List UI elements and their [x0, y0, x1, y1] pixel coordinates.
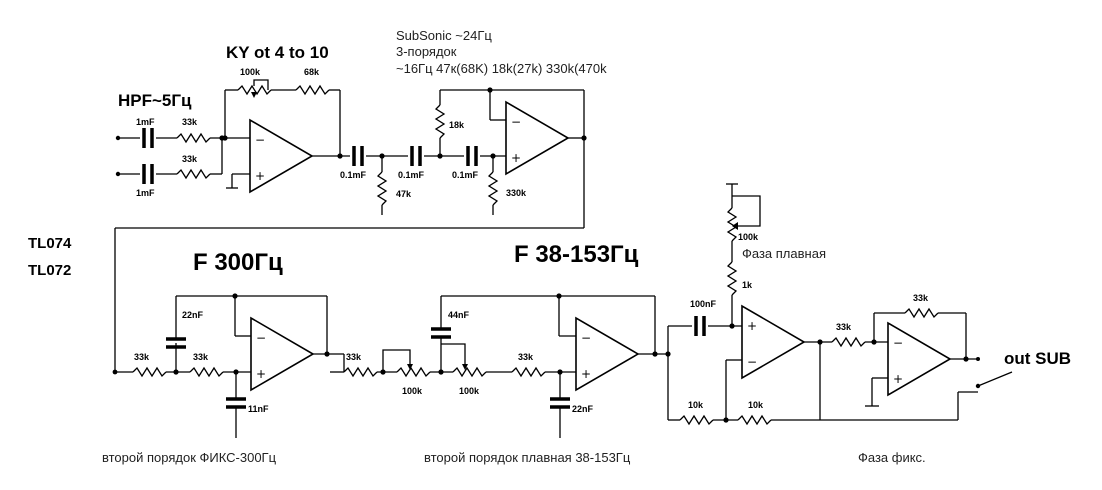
label-r-ss18: 18k: [449, 120, 465, 130]
label-r-buf-fb: 33k: [913, 293, 929, 303]
label-r-f38-in: 33k: [346, 352, 362, 362]
chip-label-2: TL072: [28, 262, 71, 279]
opamp-4: [575, 316, 640, 392]
stage-subsonic: [114, 87, 587, 372]
svg-text:+: +: [255, 169, 265, 183]
label-r-phase-1k: 1k: [742, 280, 753, 290]
label-r-f38-2: 33k: [518, 352, 534, 362]
svg-text:−: −: [893, 336, 903, 350]
f38-title: F 38-153Гц: [514, 241, 639, 268]
f300-title: F 300Гц: [193, 249, 283, 276]
label-c-in1: 1mF: [136, 117, 155, 127]
svg-text:−: −: [256, 331, 266, 345]
stage-f38: [330, 293, 671, 438]
stage-hpf-gain: [115, 79, 350, 189]
svg-text:−: −: [255, 133, 265, 147]
svg-text:−: −: [511, 115, 521, 129]
ky-title: KY ot 4 to 10: [226, 43, 329, 62]
label-r-ss330: 330k: [506, 188, 527, 198]
caption-phase-fixed: Фаза фикс.: [858, 450, 926, 465]
svg-text:+: +: [581, 367, 591, 381]
subsonic-line-3: ~16Гц 47к(68K) 18k(27k) 330k(470k: [396, 61, 607, 76]
label-c-f38-44: 44nF: [448, 310, 470, 320]
opamp-3: [250, 316, 315, 392]
label-c-in2: 1mF: [136, 188, 155, 198]
label-r-buf-in: 33k: [836, 322, 852, 332]
label-c-ss3: 0.1mF: [452, 170, 479, 180]
opamp-2: [505, 100, 570, 176]
caption-phase-variable: Фаза плавная: [742, 246, 826, 261]
caption-second-fixed: второй порядок ФИКС-300Гц: [102, 450, 277, 465]
stage-output: [820, 308, 1013, 421]
label-pot-gain: 100k: [240, 67, 261, 77]
out-sub-label: out SUB: [1004, 349, 1071, 368]
svg-text:+: +: [511, 151, 521, 165]
label-pot-f38-2: 100k: [459, 386, 480, 396]
chip-label-1: TL074: [28, 235, 72, 252]
opamp-6: [887, 321, 952, 397]
hpf-title: HPF~5Гц: [118, 91, 192, 110]
subsonic-line-2: 3-порядок: [396, 44, 457, 59]
label-r-f300-2: 33k: [193, 352, 209, 362]
label-r-phase-10k-a: 10k: [688, 400, 704, 410]
label-c-f300-11: 11nF: [248, 404, 269, 414]
label-r-fb: 68k: [304, 67, 320, 77]
label-pot-f38-1: 100k: [402, 386, 423, 396]
stage-phase: [667, 183, 832, 425]
opamp-5: [741, 304, 806, 380]
caption-second-variable: второй порядок плавная 38-153Гц: [424, 450, 631, 465]
opamp-1: [249, 118, 314, 194]
label-c-ss1: 0.1mF: [340, 170, 367, 180]
label-r-phase-10k-b: 10k: [748, 400, 764, 410]
svg-text:−: −: [581, 331, 591, 345]
label-c-ss2: 0.1mF: [398, 170, 425, 180]
label-pot-phase: 100k: [738, 232, 759, 242]
label-c-phase: 100nF: [690, 299, 717, 309]
label-r-ss47: 47k: [396, 189, 412, 199]
label-r-in2: 33k: [182, 154, 198, 164]
label-c-f300-22: 22nF: [182, 310, 204, 320]
subsonic-line-1: SubSonic ~24Гц: [396, 28, 492, 43]
label-c-f38-22: 22nF: [572, 404, 594, 414]
label-r-in1: 33k: [182, 117, 198, 127]
svg-text:−: −: [747, 355, 757, 369]
label-r-f300-1: 33k: [134, 352, 150, 362]
svg-text:+: +: [747, 319, 757, 333]
svg-text:+: +: [256, 367, 266, 381]
svg-text:+: +: [893, 372, 903, 386]
stage-f300: [112, 293, 344, 438]
